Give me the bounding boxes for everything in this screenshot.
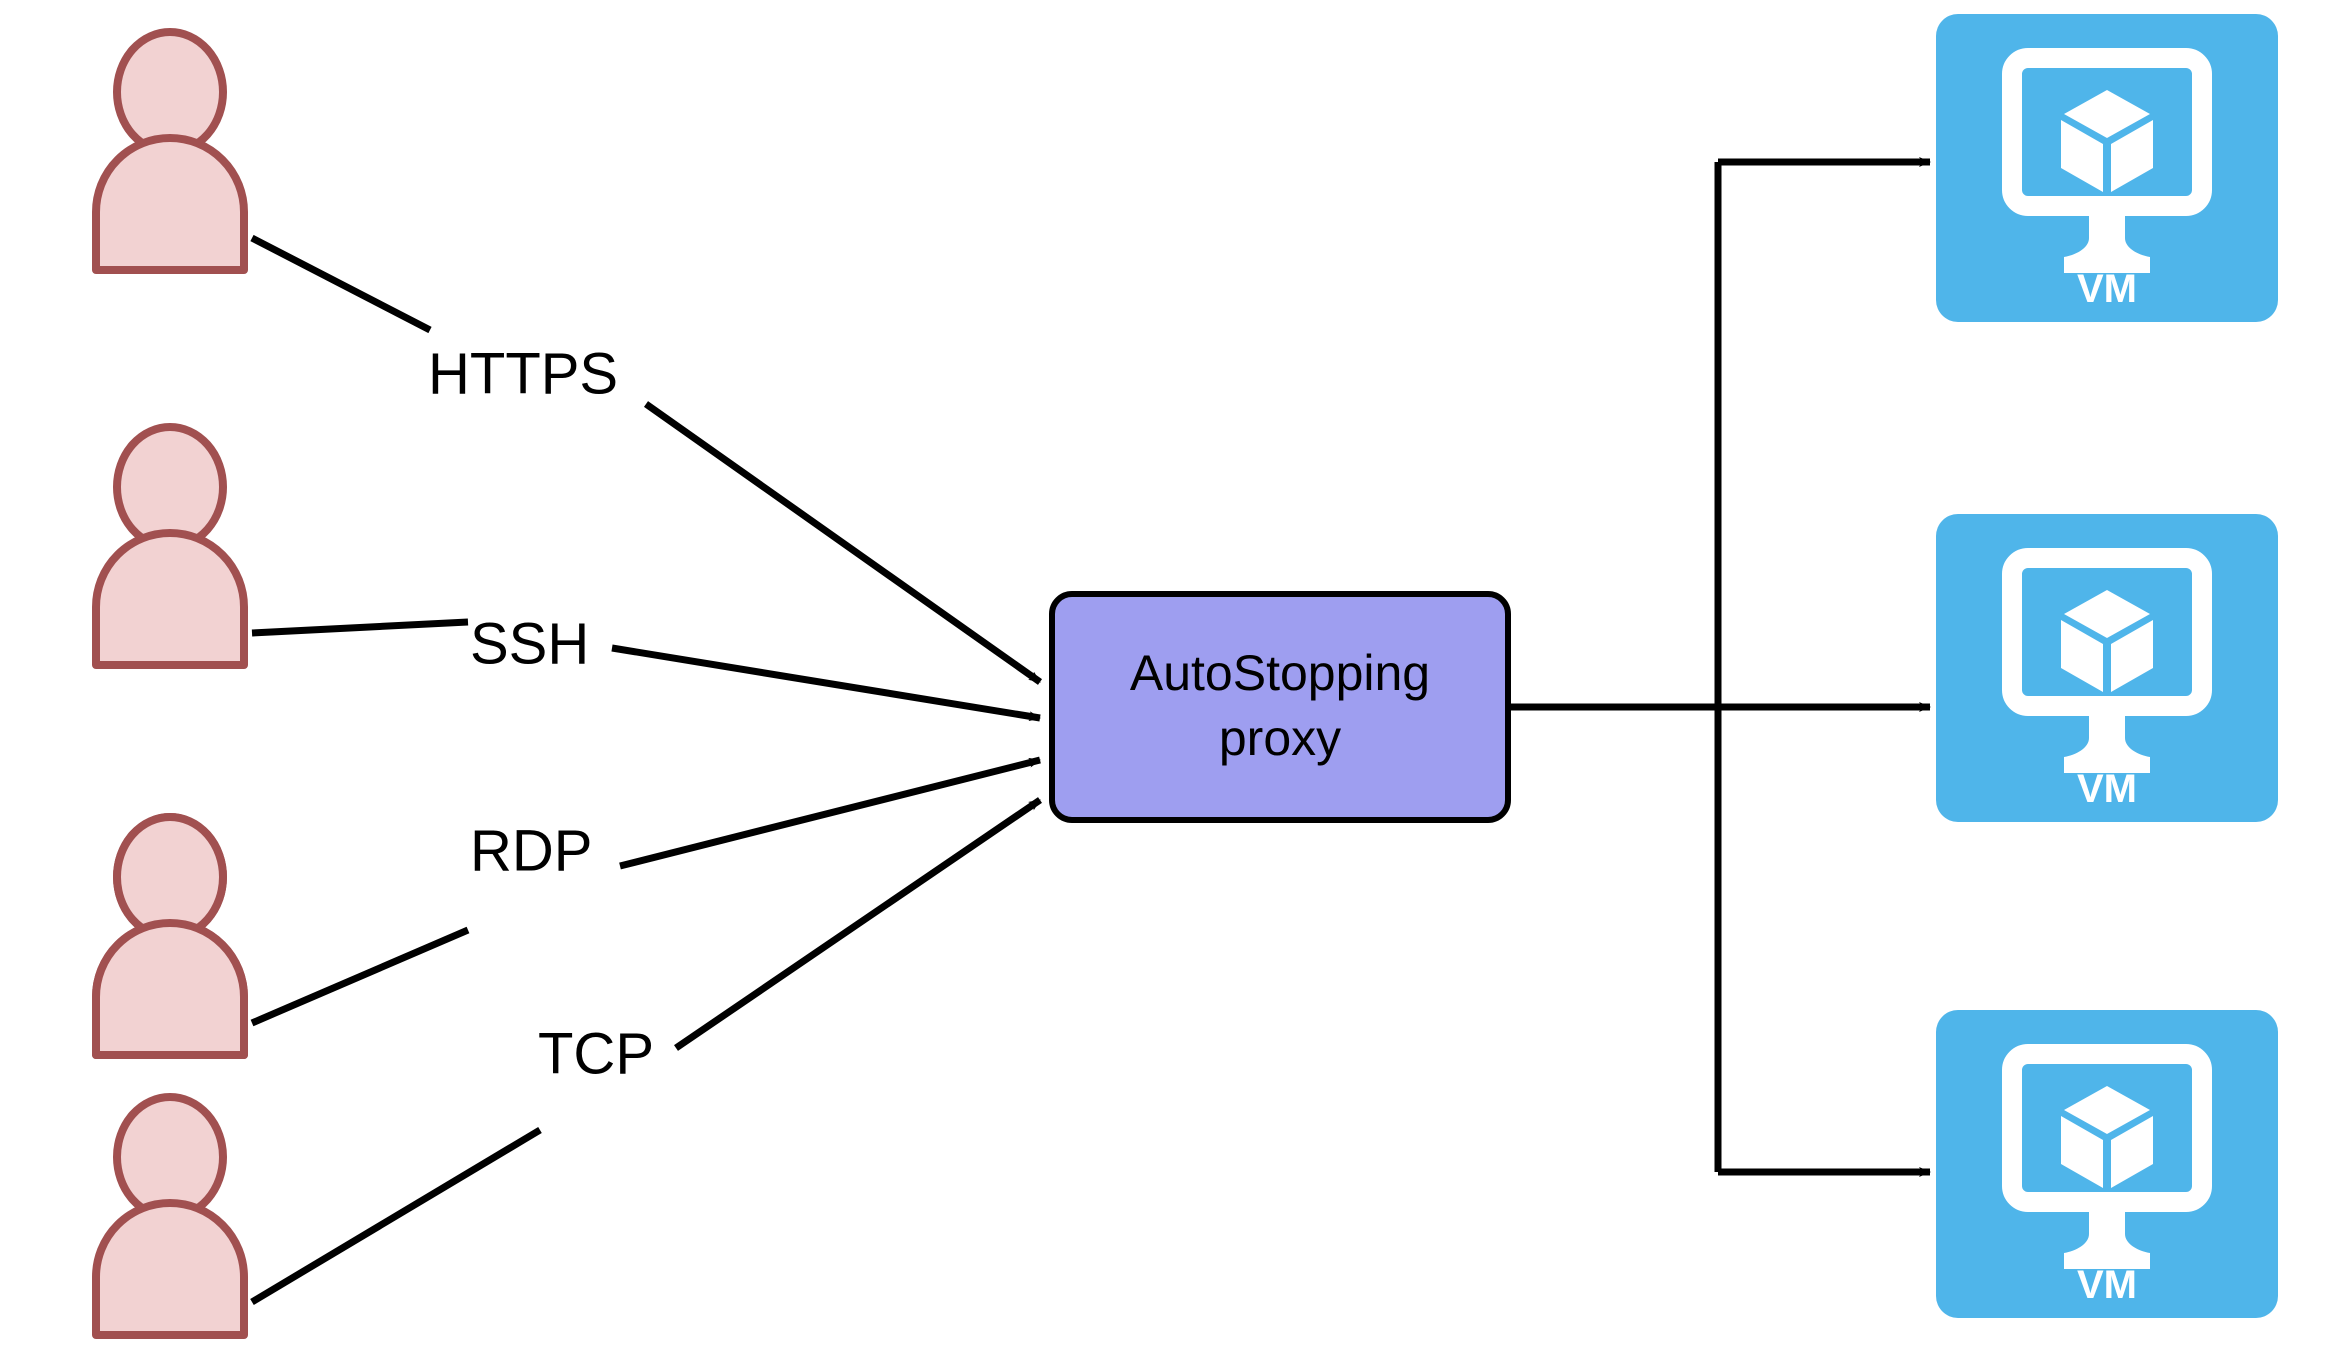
actor-group-2[interactable] bbox=[96, 427, 244, 665]
edge-proxy-to-vms bbox=[1508, 157, 1931, 1177]
edge-label-https: HTTPS bbox=[428, 341, 618, 406]
edge-label-tcp: TCP bbox=[538, 1021, 654, 1086]
proxy-label-line1: AutoStopping bbox=[1130, 645, 1430, 701]
vm-node-1[interactable]: VM bbox=[1936, 14, 2278, 322]
edge-tcp bbox=[250, 797, 1042, 1306]
edge-rdp bbox=[250, 756, 1041, 1027]
vm-node-3[interactable]: VM bbox=[1936, 1010, 2278, 1318]
edge-label-rdp: RDP bbox=[470, 818, 592, 883]
proxy-box[interactable] bbox=[1049, 591, 1511, 823]
actor-group-1[interactable] bbox=[96, 32, 244, 270]
vm-node-2[interactable]: VM bbox=[1936, 514, 2278, 822]
actor-group-3b[interactable] bbox=[96, 817, 244, 1055]
vm-label: VM bbox=[2077, 767, 2137, 811]
vm-label: VM bbox=[2077, 1263, 2137, 1307]
actor-group-4[interactable] bbox=[96, 1097, 244, 1335]
proxy-label-line2: proxy bbox=[1219, 710, 1341, 766]
edge-https bbox=[250, 234, 1043, 685]
edge-label-ssh: SSH bbox=[470, 611, 589, 676]
edge-ssh bbox=[251, 618, 1041, 722]
autostopping-proxy-node[interactable]: AutoStopping proxy bbox=[1049, 591, 1511, 823]
vm-label: VM bbox=[2077, 267, 2137, 311]
